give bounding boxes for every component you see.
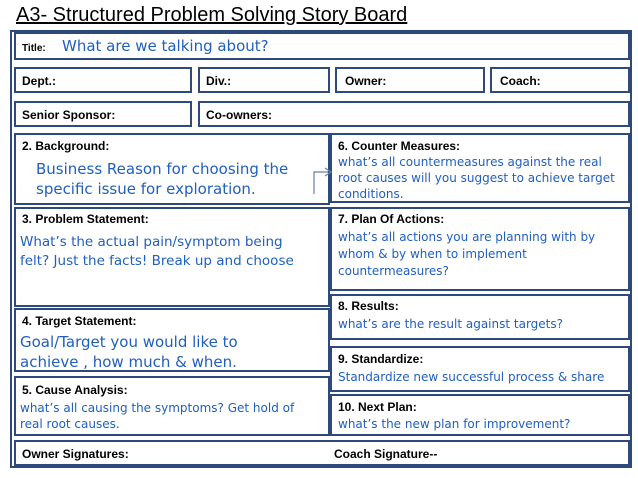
plan-of-actions-label: 7. Plan Of Actions:: [338, 212, 445, 226]
dept-label: Dept.:: [22, 74, 56, 88]
standardize-text: Standardize new successful process & sha…: [338, 370, 605, 384]
senior-sponsor-label: Senior Sponsor:: [22, 108, 116, 122]
target-statement-label: 4. Target Statement:: [22, 314, 137, 328]
results-text: what’s are the result against targets?: [338, 317, 563, 331]
title-label: Title:: [22, 43, 46, 54]
title-value: What are we talking about?: [62, 37, 269, 55]
counter-measures-text: what’s all countermeasures against the r…: [338, 155, 615, 201]
owner-box: Owner:: [335, 67, 485, 93]
coach-box: Coach:: [490, 67, 630, 93]
signature-box: Owner Signatures: Coach Signature--: [14, 440, 630, 466]
storyboard-frame: [10, 30, 632, 468]
senior-sponsor-box: Senior Sponsor:: [14, 101, 192, 127]
background-box: 2. Background: Business Reason for choos…: [14, 133, 330, 205]
cause-analysis-box: 5. Cause Analysis: what’s all causing th…: [14, 376, 330, 436]
problem-statement-label: 3. Problem Statement:: [22, 212, 149, 226]
next-plan-text: what’s the new plan for improvement?: [338, 417, 571, 431]
co-owners-box: Co-owners:: [198, 101, 630, 127]
div-box: Div.:: [198, 67, 330, 93]
standardize-label: 9. Standardize:: [338, 352, 424, 366]
plan-of-actions-text: what’s all actions you are planning with…: [338, 230, 596, 278]
results-box: 8. Results: what’s are the result agains…: [330, 294, 630, 340]
background-label: 2. Background:: [22, 139, 110, 153]
target-statement-box: 4. Target Statement: Goal/Target you wou…: [14, 308, 330, 372]
problem-statement-box: 3. Problem Statement: What’s the actual …: [14, 207, 330, 307]
owner-label: Owner:: [345, 74, 387, 88]
owner-signatures-label: Owner Signatures:: [22, 447, 129, 461]
background-text: Business Reason for choosing the specifi…: [36, 160, 289, 198]
cause-analysis-label: 5. Cause Analysis:: [22, 383, 128, 397]
next-plan-box: 10. Next Plan: what’s the new plan for i…: [330, 394, 630, 436]
target-statement-text: Goal/Target you would like to achieve , …: [20, 333, 238, 371]
dept-box: Dept.:: [14, 67, 192, 93]
flow-arrow-icon: [313, 167, 333, 194]
next-plan-label: 10. Next Plan:: [338, 400, 417, 414]
plan-of-actions-box: 7. Plan Of Actions: what’s all actions y…: [330, 207, 630, 291]
title-box: Title: What are we talking about?: [14, 32, 630, 60]
div-label: Div.:: [206, 74, 232, 88]
counter-measures-box: 6. Counter Measures: what’s all counterm…: [330, 133, 630, 203]
coach-signature-label: Coach Signature--: [334, 447, 438, 461]
page-title: A3- Structured Problem Solving Story Boa…: [16, 4, 408, 26]
results-label: 8. Results:: [338, 299, 399, 313]
counter-measures-label: 6. Counter Measures:: [338, 139, 461, 153]
coach-label: Coach:: [500, 74, 541, 88]
problem-statement-text: What’s the actual pain/symptom being fel…: [20, 234, 294, 269]
cause-analysis-text: what’s all causing the symptoms? Get hol…: [20, 401, 295, 431]
co-owners-label: Co-owners:: [206, 108, 272, 122]
standardize-box: 9. Standardize: Standardize new successf…: [330, 346, 630, 392]
